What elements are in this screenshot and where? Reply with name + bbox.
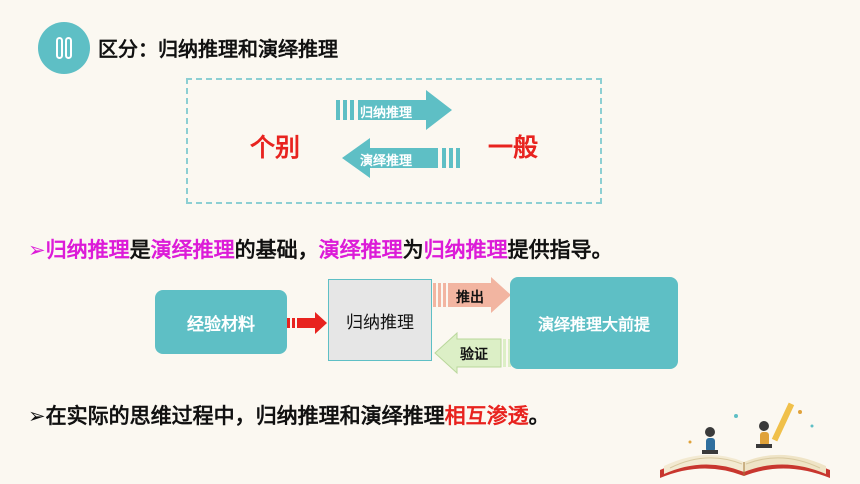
verify-label: 验证 [460, 347, 488, 363]
stars-decoration [688, 410, 814, 444]
comparison-panel [186, 78, 602, 204]
book-illustration [660, 402, 830, 478]
flow-arrows [433, 277, 511, 375]
pencil-icon [771, 402, 795, 442]
verify-arrow [434, 331, 511, 375]
push-arrow [433, 277, 511, 313]
experience-material-box: 经验材料 [155, 290, 287, 354]
bullet-arrow-icon: ➢ [28, 238, 46, 262]
page-title: 区分：归纳推理和演绎推理 [98, 37, 338, 61]
deduction-arrow [342, 138, 460, 178]
induction-arrow-label: 归纳推理 [360, 106, 413, 121]
statement-relationship: ➢归纳推理是演绎推理的基础，演绎推理为归纳推理提供指导。 [28, 238, 613, 262]
reading-figure-right [756, 421, 772, 448]
reading-figure-left [702, 427, 718, 454]
induction-arrow [336, 90, 452, 130]
induction-box: 归纳推理 [328, 279, 432, 361]
individual-label: 个别 [250, 133, 301, 162]
general-label: 一般 [488, 133, 539, 162]
statement-interpenetration: ➢在实际的思维过程中，归纳推理和演绎推理相互渗透。 [28, 404, 550, 428]
deduction-arrow-label: 演绎推理 [360, 154, 413, 169]
push-label: 推出 [456, 290, 484, 306]
red-arrow-icon [287, 312, 327, 334]
direction-arrows [336, 90, 460, 178]
deduction-premise-box: 演绎推理大前提 [510, 277, 678, 369]
bullet-arrow-icon: ➢ [28, 404, 46, 428]
link-chain-icon [38, 22, 90, 74]
